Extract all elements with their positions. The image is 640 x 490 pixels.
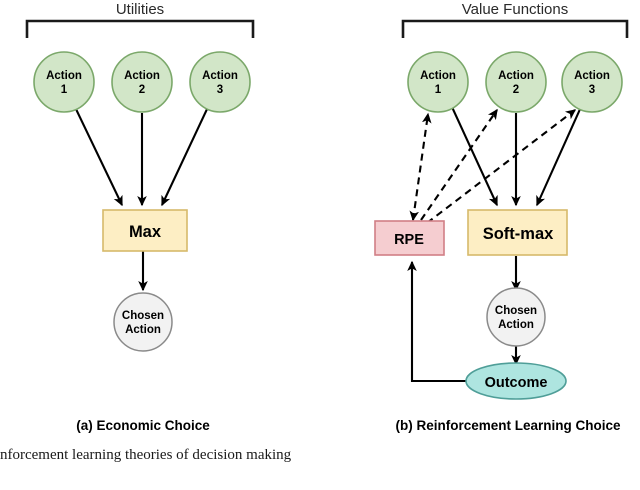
rl-action-1[interactable]: Action 1 bbox=[407, 51, 469, 113]
utilities-bracket bbox=[25, 19, 255, 38]
value-functions-header-label: Value Functions bbox=[462, 1, 568, 18]
value-functions-bracket bbox=[401, 19, 629, 38]
rl-chosen-action-node[interactable]: Chosen Action bbox=[486, 287, 546, 347]
rl-action-1-label-line1: Action bbox=[420, 70, 456, 82]
edge-rpe-action1-bidirectional bbox=[409, 112, 432, 222]
edge-action1-to-max bbox=[74, 106, 123, 207]
rl-action-2-label-line1: Action bbox=[498, 70, 534, 82]
action-3-circle[interactable] bbox=[189, 51, 251, 113]
rl-action-3-label-line2: 3 bbox=[589, 84, 595, 96]
action-2-label-line1: Action bbox=[124, 70, 160, 82]
rl-action-2-label-line2: 2 bbox=[513, 84, 519, 96]
action-1-label-line1: Action bbox=[46, 70, 82, 82]
edge-action3-to-softmax bbox=[536, 106, 582, 207]
rl-outcome-node[interactable]: Outcome bbox=[465, 362, 567, 400]
action-1-label-line2: 1 bbox=[61, 84, 68, 96]
rl-chosen-action-circle[interactable] bbox=[486, 287, 546, 347]
rl-solid-edges bbox=[451, 106, 582, 207]
utilities-header-label: Utilities bbox=[116, 1, 164, 18]
economic-action-1[interactable]: Action 1 bbox=[33, 51, 95, 113]
action-2-circle[interactable] bbox=[111, 51, 173, 113]
rl-rpe-node[interactable]: RPE bbox=[374, 220, 445, 256]
rl-action-3-circle[interactable] bbox=[561, 51, 623, 113]
rl-chosen-action-label-line2: Action bbox=[498, 319, 534, 331]
economic-edges bbox=[74, 106, 209, 292]
caption-economic-choice: (a) Economic Choice bbox=[76, 418, 210, 433]
panel-economic-choice: Utilities Action 1 Action 2 Action 3 bbox=[25, 1, 255, 433]
rl-dashed-edges bbox=[409, 108, 577, 224]
rl-action-1-circle[interactable] bbox=[407, 51, 469, 113]
chosen-action-circle[interactable] bbox=[113, 292, 173, 352]
body-text-line: nforcement learning theories of decision… bbox=[0, 447, 292, 463]
chosen-action-label-line1: Chosen bbox=[122, 310, 164, 322]
rl-action-2[interactable]: Action 2 bbox=[485, 51, 547, 113]
economic-action-2[interactable]: Action 2 bbox=[111, 51, 173, 113]
softmax-label: Soft-max bbox=[483, 225, 554, 243]
panel-reinforcement-learning-choice: Value Functions Action 1 Action 2 bbox=[374, 1, 629, 433]
max-box[interactable] bbox=[102, 209, 188, 252]
rpe-label: RPE bbox=[394, 232, 424, 248]
edge-action3-to-max bbox=[161, 106, 209, 207]
action-3-label-line1: Action bbox=[202, 70, 238, 82]
rl-action-3[interactable]: Action 3 bbox=[561, 51, 623, 113]
max-label: Max bbox=[129, 223, 162, 241]
rl-softmax-node[interactable]: Soft-max bbox=[467, 209, 568, 256]
rl-action-2-circle[interactable] bbox=[485, 51, 547, 113]
caption-reinforcement-learning-choice: (b) Reinforcement Learning Choice bbox=[395, 418, 621, 433]
edge-rpe-to-action2 bbox=[420, 108, 498, 221]
action-3-label-line2: 3 bbox=[217, 84, 223, 96]
outcome-label: Outcome bbox=[485, 375, 548, 391]
economic-action-3[interactable]: Action 3 bbox=[189, 51, 251, 113]
economic-chosen-action-node[interactable]: Chosen Action bbox=[113, 292, 173, 352]
rpe-box[interactable] bbox=[374, 220, 445, 256]
outcome-ellipse[interactable] bbox=[465, 362, 567, 400]
rl-chosen-action-label-line1: Chosen bbox=[495, 305, 537, 317]
rl-action-3-label-line1: Action bbox=[574, 70, 610, 82]
action-1-circle[interactable] bbox=[33, 51, 95, 113]
edge-outcome-to-rpe bbox=[407, 260, 467, 383]
softmax-box[interactable] bbox=[467, 209, 568, 256]
rl-action-1-label-line2: 1 bbox=[435, 84, 442, 96]
chosen-action-label-line2: Action bbox=[125, 324, 161, 336]
action-2-label-line2: 2 bbox=[139, 84, 145, 96]
edge-action1-to-softmax bbox=[451, 106, 498, 207]
economic-max-node[interactable]: Max bbox=[102, 209, 188, 252]
